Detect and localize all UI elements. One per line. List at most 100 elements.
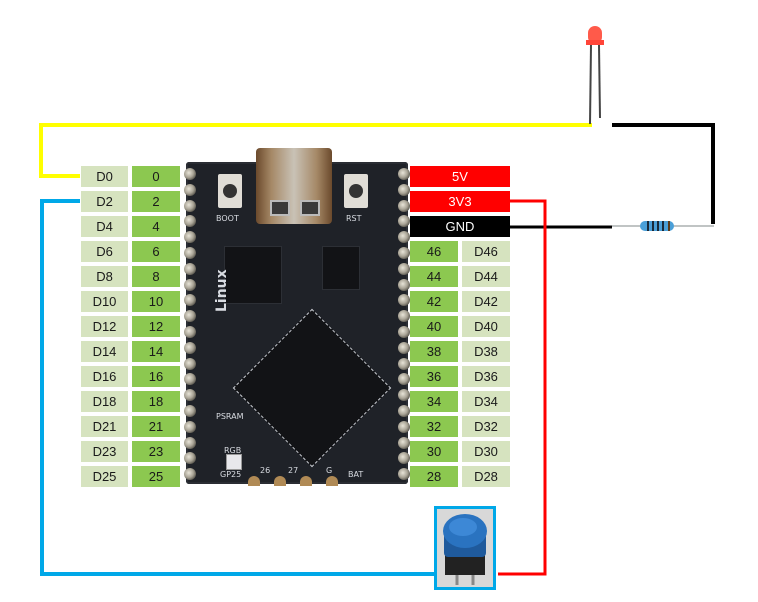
pin-label-d16: D16 — [81, 366, 128, 387]
header-hole — [398, 168, 410, 180]
header-hole — [184, 468, 196, 481]
header-hole — [398, 231, 410, 244]
pin-number-2: 2 — [132, 191, 180, 212]
pin-label-d2: D2 — [81, 191, 128, 212]
bottom-pad — [300, 476, 312, 486]
header-hole — [184, 452, 196, 465]
pin-number-30: 30 — [410, 441, 458, 462]
silk-27: 27 — [288, 466, 299, 475]
bottom-pad — [248, 476, 260, 486]
header-hole — [398, 341, 410, 354]
wire-black-led-resistor — [612, 123, 715, 224]
header-hole — [398, 357, 410, 370]
header-hole — [184, 373, 196, 386]
pin-number-34: 34 — [410, 391, 458, 412]
pin-number-4: 4 — [132, 216, 180, 237]
header-hole — [184, 310, 196, 323]
header-hole — [184, 247, 196, 259]
header-hole — [398, 326, 410, 338]
header-hole — [398, 420, 410, 433]
reset-button[interactable] — [344, 174, 368, 208]
header-hole — [184, 294, 196, 307]
pin-number-16: 16 — [132, 366, 180, 387]
header-hole — [184, 231, 196, 244]
rgb-led — [226, 454, 242, 470]
pin-number-12: 12 — [132, 316, 180, 337]
push-button-icon — [443, 514, 487, 585]
header-hole — [184, 420, 196, 433]
pin-label-d44: D44 — [462, 266, 510, 287]
pin-number-40: 40 — [410, 316, 458, 337]
pin-label-d23: D23 — [81, 441, 128, 462]
header-hole — [398, 278, 410, 291]
pin-label-d46: D46 — [462, 241, 510, 262]
main-soc — [232, 308, 392, 468]
silk-boot: BOOT — [216, 214, 239, 223]
header-hole — [398, 405, 410, 417]
pin-number-23: 23 — [132, 441, 180, 462]
pin-label-d34: D34 — [462, 391, 510, 412]
pin-label-d38: D38 — [462, 341, 510, 362]
microcontroller-board[interactable]: BOOT RST Linux PSRAM RGB GP25 BAT G 26 2… — [184, 148, 410, 486]
silk-rgb: RGB — [224, 446, 242, 455]
silk-psram: PSRAM — [216, 412, 244, 421]
pin-label-d10: D10 — [81, 291, 128, 312]
pin-label-d25: D25 — [81, 466, 128, 487]
header-hole — [184, 278, 196, 291]
resistor[interactable] — [612, 218, 714, 234]
header-hole — [184, 326, 196, 338]
pin-number-10: 10 — [132, 291, 180, 312]
pin-number-38: 38 — [410, 341, 458, 362]
bottom-pad — [274, 476, 286, 486]
led[interactable] — [582, 20, 612, 130]
header-hole — [398, 452, 410, 465]
pin-label-d21: D21 — [81, 416, 128, 437]
pin-number-6: 6 — [132, 241, 180, 262]
pin-label-d0: D0 — [81, 166, 128, 187]
header-hole — [398, 262, 410, 275]
usb-c-connector — [256, 148, 332, 224]
header-hole — [398, 373, 410, 386]
pin-number-0: 0 — [132, 166, 180, 187]
header-hole — [184, 199, 196, 212]
pin-label-d28: D28 — [462, 466, 510, 487]
pin-number-44: 44 — [410, 266, 458, 287]
pin-label-d40: D40 — [462, 316, 510, 337]
pin-label-d14: D14 — [81, 341, 128, 362]
resistor-icon — [612, 221, 714, 231]
pin-number-25: 25 — [132, 466, 180, 487]
pin-label-d30: D30 — [462, 441, 510, 462]
header-hole — [398, 294, 410, 307]
push-button[interactable] — [434, 506, 496, 590]
header-hole — [398, 215, 410, 228]
pin-label-d18: D18 — [81, 391, 128, 412]
pin-number-32: 32 — [410, 416, 458, 437]
pin-5v: 5V — [410, 166, 510, 187]
header-hole — [184, 389, 196, 402]
header-hole — [184, 357, 196, 370]
pin-gnd: GND — [410, 216, 510, 237]
pin-number-18: 18 — [132, 391, 180, 412]
wire-yellow-d0-led — [39, 123, 592, 178]
boot-button[interactable] — [218, 174, 242, 208]
header-hole — [184, 183, 196, 196]
wire-red-3v3-button — [498, 199, 547, 576]
silk-bat: BAT — [348, 470, 364, 479]
silk-rst: RST — [346, 214, 362, 223]
pin-label-d36: D36 — [462, 366, 510, 387]
pin-number-28: 28 — [410, 466, 458, 487]
pin-label-d4: D4 — [81, 216, 128, 237]
pin-label-d6: D6 — [81, 241, 128, 262]
pin-number-21: 21 — [132, 416, 180, 437]
pin-number-36: 36 — [410, 366, 458, 387]
chip-left — [224, 246, 282, 304]
bottom-pad — [326, 476, 338, 486]
header-hole — [184, 262, 196, 275]
wire-blue-d2-button — [40, 199, 436, 576]
header-hole — [398, 389, 410, 402]
pin-label-d32: D32 — [462, 416, 510, 437]
pin-number-8: 8 — [132, 266, 180, 287]
pin-label-d42: D42 — [462, 291, 510, 312]
header-hole — [398, 183, 410, 196]
header-hole — [184, 168, 196, 180]
